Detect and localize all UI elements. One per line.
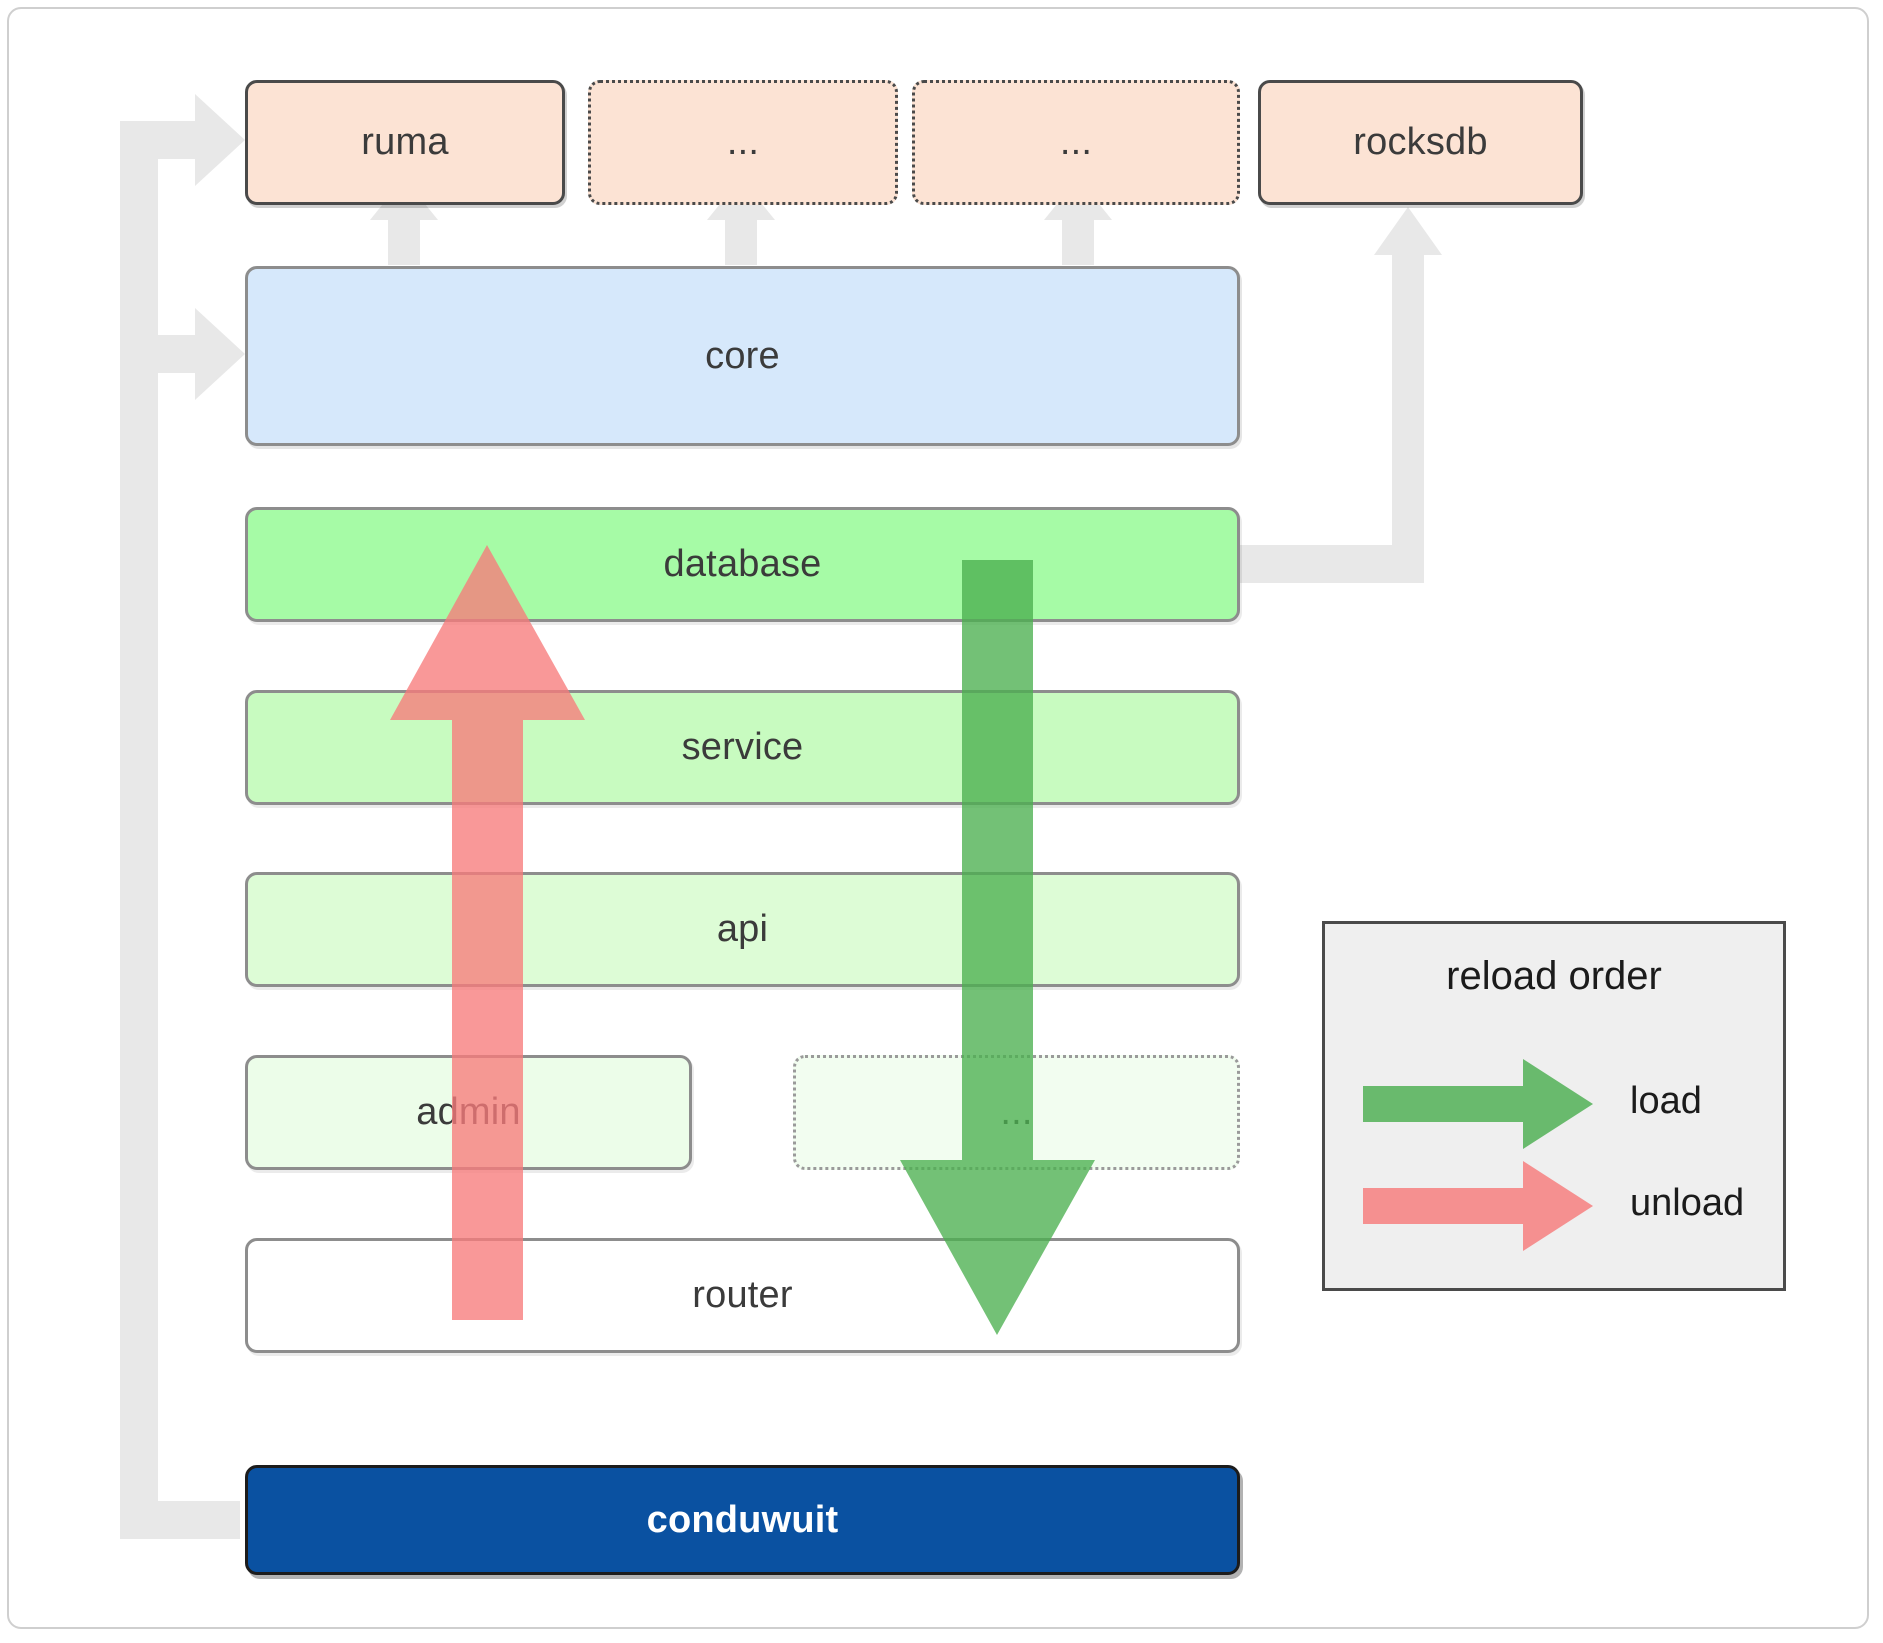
- legend-title: reload order: [1446, 954, 1662, 998]
- dependency-label-rocksdb: rocksdb: [1353, 121, 1488, 163]
- legend-swatch-unload: [1363, 1161, 1593, 1251]
- legend-swatch-load: [1363, 1059, 1593, 1149]
- dependency-box-placeholder-2[interactable]: ...: [912, 80, 1240, 205]
- core-label: core: [705, 334, 780, 377]
- app-label-conduwuit: conduwuit: [646, 1498, 839, 1541]
- layer-label-database: database: [663, 543, 822, 585]
- dependency-label-placeholder-2: ...: [1059, 121, 1093, 163]
- dependency-box-placeholder-1[interactable]: ...: [588, 80, 898, 205]
- legend-label-load: load: [1630, 1080, 1702, 1122]
- legend-panel: reload order load unload: [1322, 921, 1786, 1291]
- app-box-conduwuit[interactable]: conduwuit: [245, 1465, 1240, 1575]
- layer-box-router[interactable]: router: [245, 1238, 1240, 1353]
- dependency-box-rocksdb[interactable]: rocksdb: [1258, 80, 1583, 205]
- layer-label-api: api: [716, 908, 769, 950]
- dependency-box-ruma[interactable]: ruma: [245, 80, 565, 205]
- legend-label-unload: unload: [1630, 1182, 1745, 1224]
- layer-label-service: service: [681, 726, 804, 768]
- layer-box-api[interactable]: api: [245, 872, 1240, 987]
- dependency-label-ruma: ruma: [361, 121, 449, 163]
- unload-flow-arrow: [390, 545, 585, 1320]
- layer-label-router: router: [692, 1274, 793, 1316]
- dependency-label-placeholder-1: ...: [726, 121, 760, 163]
- load-flow-arrow: [900, 560, 1095, 1335]
- core-box[interactable]: core: [245, 266, 1240, 446]
